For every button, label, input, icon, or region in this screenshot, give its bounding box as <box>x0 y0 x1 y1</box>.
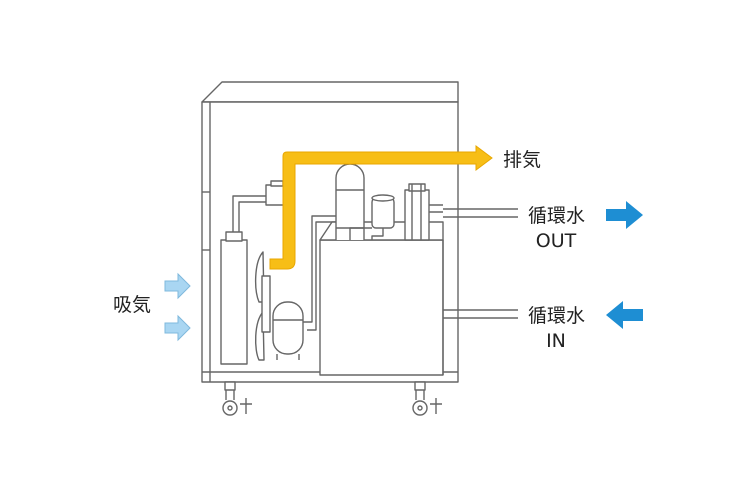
accumulator-pipe <box>349 227 384 240</box>
caster-right <box>412 381 442 416</box>
water-out-arrow-icon <box>606 201 643 229</box>
tank <box>319 221 444 376</box>
water-in-sublabel: IN <box>546 330 566 352</box>
pump-cap <box>408 183 426 192</box>
accumulator-body <box>371 197 395 229</box>
intake-arrow-icon <box>164 272 191 300</box>
tank-body <box>319 239 444 376</box>
wheel <box>222 400 238 416</box>
water-out-pipe <box>443 208 518 218</box>
compressor-pipe <box>303 215 336 331</box>
valve-box-port <box>270 180 284 187</box>
condenser-coil <box>220 239 248 365</box>
intake-label: 吸気 <box>113 294 151 316</box>
water-out-sublabel: OUT <box>536 230 577 252</box>
compressor-body <box>272 301 304 355</box>
water-in-arrow-icon <box>606 301 643 329</box>
caster-left <box>222 381 252 416</box>
condenser <box>220 195 266 365</box>
pump-body <box>404 189 430 241</box>
water-in-label: 循環水 <box>528 305 585 327</box>
exhaust-arrow-icon <box>269 145 493 270</box>
fan-hub <box>261 275 271 333</box>
exhaust-label: 排気 <box>503 149 541 171</box>
intake-arrow-icon <box>164 314 191 342</box>
pump <box>404 183 430 241</box>
cabinet-top <box>201 81 459 103</box>
water-pipes <box>429 204 518 319</box>
condenser-header <box>225 231 243 242</box>
water-out-label: 循環水 <box>528 205 585 227</box>
wheel <box>412 400 428 416</box>
compressor <box>272 215 336 360</box>
accumulator <box>349 194 395 240</box>
refrigerant-pipe <box>232 195 266 232</box>
fan <box>254 251 271 361</box>
water-in-pipe <box>443 309 518 319</box>
